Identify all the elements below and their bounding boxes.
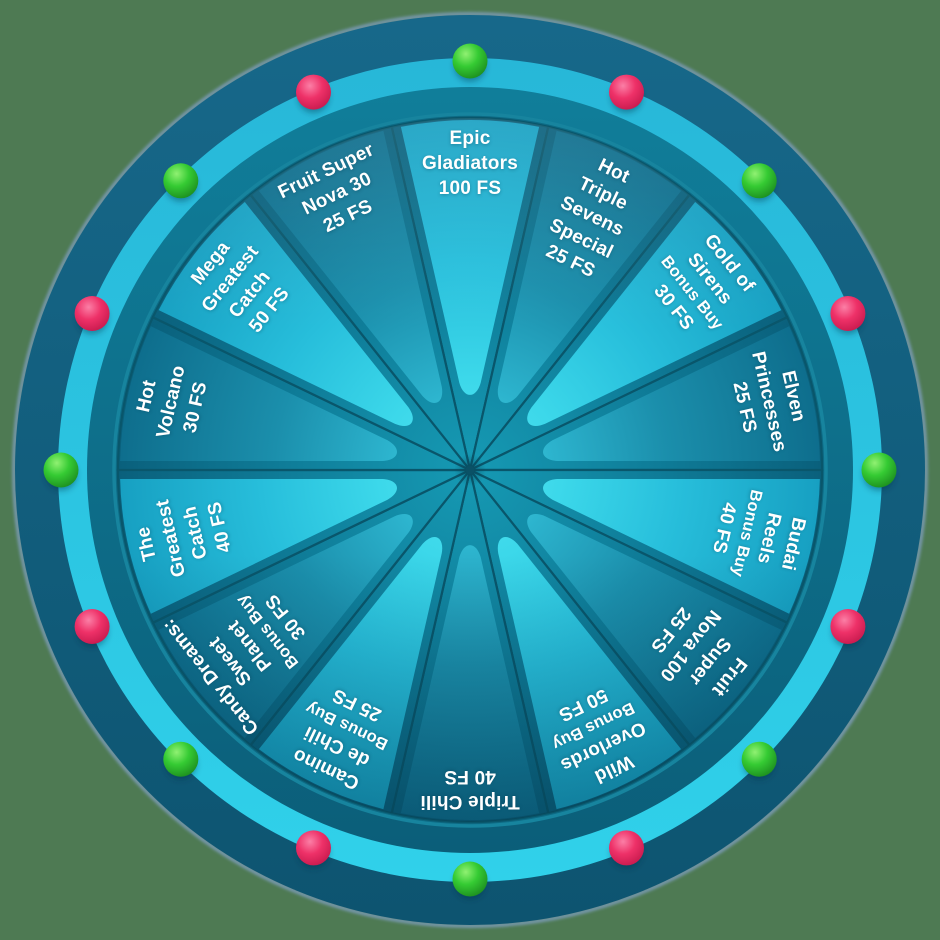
pink-light — [609, 74, 644, 110]
pink-light — [830, 609, 866, 644]
green-light — [741, 163, 777, 199]
green-light — [861, 452, 897, 488]
pink-light — [830, 296, 866, 331]
pink-light — [296, 830, 331, 866]
green-light — [163, 741, 199, 777]
wheel-halo — [12, 12, 928, 928]
green-light — [741, 741, 777, 777]
green-light — [43, 452, 79, 488]
pink-light — [74, 296, 110, 331]
pink-light — [74, 609, 110, 644]
wheel-hub-dot — [465, 465, 475, 475]
green-light — [452, 43, 488, 79]
pink-light — [609, 830, 644, 866]
rim-lights — [43, 43, 897, 900]
green-light — [452, 861, 488, 897]
pink-light — [296, 74, 331, 110]
green-light — [163, 163, 199, 199]
